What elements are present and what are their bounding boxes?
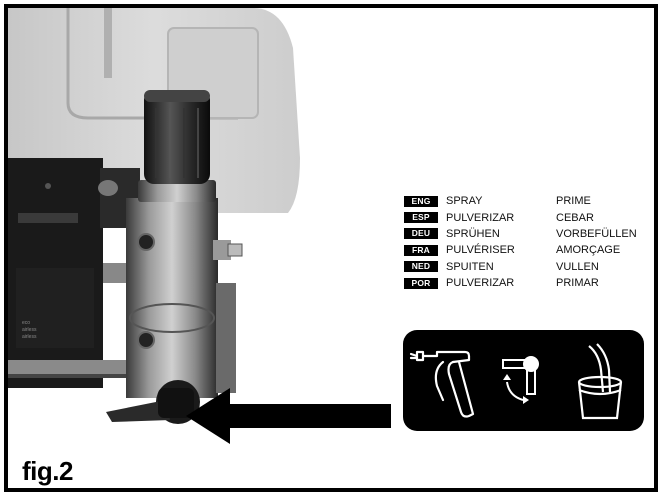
spray-label: PULVÉRISER [446, 244, 515, 257]
lang-badge: POR [404, 277, 438, 289]
valve-rotate-icon [502, 356, 539, 404]
legend-row: POR PULVERIZAR PRIMAR [404, 275, 654, 291]
lang-badge: DEU [404, 228, 438, 240]
figure-label: fig.2 [22, 456, 73, 486]
bucket-hose-icon [577, 343, 623, 420]
spray-label: PULVERIZAR [446, 277, 515, 290]
prime-label: VULLEN [556, 260, 599, 273]
legend-row: ESP PULVERIZAR CEBAR [404, 209, 654, 225]
legend-row: ENG SPRAY PRIME [404, 193, 654, 209]
legend-row: FRA PULVÉRISER AMORÇAGE [404, 242, 654, 258]
lang-badge: FRA [404, 244, 438, 256]
language-legend: ENG SPRAY PRIME ESP PULVERIZAR CEBAR DEU… [404, 193, 654, 291]
lang-badge: ENG [404, 195, 438, 207]
svg-text:airless: airless [22, 334, 37, 340]
figure-frame: eco airless airless [4, 4, 658, 492]
spray-label: SPRAY [446, 195, 483, 208]
lang-badge: ESP [404, 212, 438, 224]
prime-label: PRIME [556, 195, 591, 208]
spray-label: SPUITEN [446, 260, 494, 273]
spray-label: PULVERIZAR [446, 211, 515, 224]
spray-gun-icon [409, 350, 475, 418]
prime-label: PRIMAR [556, 277, 599, 290]
legend-row: DEU SPRÜHEN VORBEFÜLLEN [404, 226, 654, 242]
legend-row: NED SPUITEN VULLEN [404, 259, 654, 275]
sprayer-photo: eco airless airless [8, 8, 391, 444]
spray-label: SPRÜHEN [446, 227, 500, 240]
svg-text:airless: airless [22, 327, 37, 333]
lang-badge: NED [404, 261, 438, 273]
icon-panel [403, 330, 644, 431]
svg-text:eco: eco [22, 320, 30, 326]
prime-label: CEBAR [556, 211, 594, 224]
prime-label: VORBEFÜLLEN [556, 227, 637, 240]
prime-label: AMORÇAGE [556, 244, 621, 257]
